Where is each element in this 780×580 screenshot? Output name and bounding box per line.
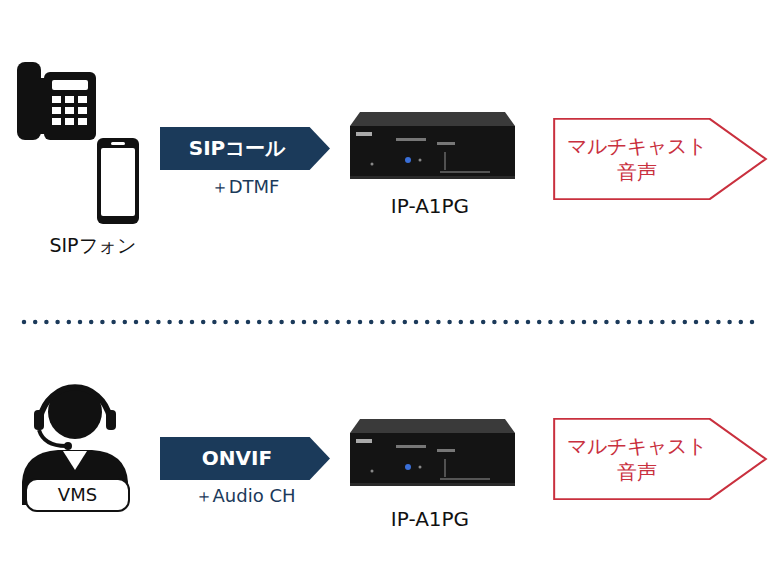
node-text-group: IP-A1PG <box>391 194 469 219</box>
node-text-group: ONVIF <box>202 446 272 471</box>
device-illustration <box>350 112 515 179</box>
device-illustration <box>350 419 515 486</box>
node-text-group: SIPコール <box>189 136 286 161</box>
arrow-outline <box>552 118 768 200</box>
node-text-group: マルチキャスト 音声 <box>562 133 712 185</box>
flow-arrow: ONVIF <box>160 437 330 480</box>
node-text-group: IP-A1PG <box>391 507 469 532</box>
protocol-label: SIPコール <box>189 136 286 161</box>
node-text-group: マルチキャスト 音声 <box>562 433 712 485</box>
node-text-group: VMS <box>58 484 97 507</box>
sub-label: ＋DTMF <box>211 175 280 199</box>
protocol-label: ONVIF <box>202 446 272 471</box>
vms-box: VMS <box>25 478 130 512</box>
node-label: IP-A1PG <box>391 194 469 219</box>
output-arrow: マルチキャスト 音声 <box>552 418 768 500</box>
device-node: IP-A1PG <box>355 190 505 223</box>
flow-arrow: SIPコール <box>160 127 330 170</box>
node-text-group: SIPフォン <box>49 234 135 258</box>
phone-caption-node: SIPフォン <box>30 230 155 262</box>
node-label: SIPフォン <box>49 234 135 258</box>
output-arrow: マルチキャスト 音声 <box>552 118 768 200</box>
sub-label: ＋Audio CH <box>195 484 296 508</box>
arrow-outline <box>552 418 768 500</box>
smartphone-icon <box>97 138 139 224</box>
device-node: IP-A1PG <box>355 503 505 536</box>
node-label: VMS <box>58 484 97 507</box>
output-label: マルチキャスト 音声 <box>562 133 712 185</box>
output-label: マルチキャスト 音声 <box>562 433 712 485</box>
desk-phone-icon <box>17 62 96 140</box>
dotted-separator <box>24 320 758 325</box>
node-label: IP-A1PG <box>391 507 469 532</box>
